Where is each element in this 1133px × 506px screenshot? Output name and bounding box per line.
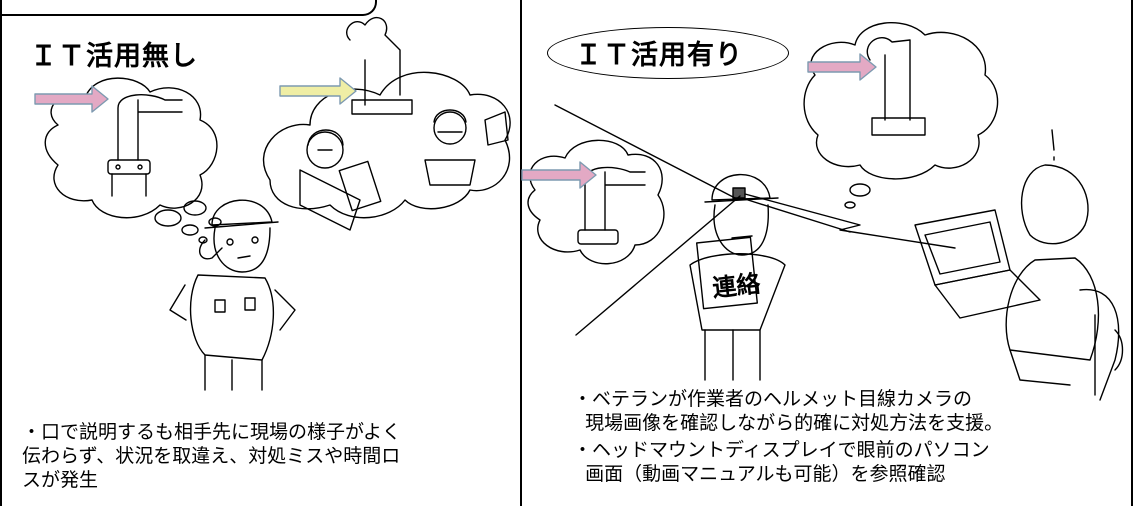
right-thought-bubble-top	[803, 21, 999, 209]
caption-with-it-camera: ・ベテランが作業者のヘルメット目線カメラの 現場画像を確認しながら的確に対処方法…	[573, 388, 1004, 434]
left-pink-arrow	[34, 85, 109, 113]
heading-oval	[547, 27, 789, 79]
caption-no-it: ・口で説明するも相手先に現場の様子がよく 伝わらず、状況を取違え、対処ミスや時間…	[22, 421, 402, 491]
right-supervisor-at-laptop	[914, 129, 1124, 401]
heading-no-it: ＩＴ活用無し	[30, 41, 198, 72]
right-pink-arrow-top	[807, 53, 877, 81]
board-text: 連絡	[711, 270, 763, 303]
caption-with-it-hmd: ・ヘッドマウントディスプレイで眼前のパソコン 画面（動画マニュアルも可能）を参照…	[573, 439, 990, 485]
heading-with-it: ＩＴ活用有り	[575, 40, 743, 71]
right-worker-with-board	[689, 173, 786, 381]
camera-connection-lines	[554, 104, 956, 336]
left-worker-with-phone	[169, 199, 296, 391]
right-thought-bubble-left	[527, 139, 665, 265]
left-panel-no-it	[0, 0, 522, 506]
right-panel-with-it	[522, 0, 1133, 506]
left-yellow-arrow	[279, 77, 357, 105]
right-pink-arrow-left	[521, 161, 597, 189]
left-thought-bubble-people	[183, 16, 511, 231]
